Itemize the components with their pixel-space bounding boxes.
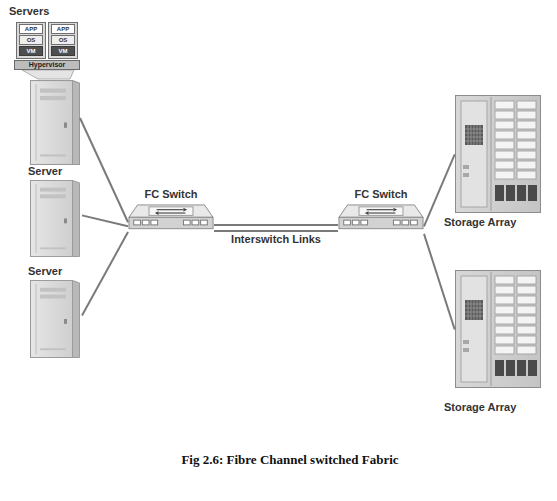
fc-link — [424, 234, 455, 330]
node-text: Server — [25, 265, 82, 278]
server-tower — [31, 180, 80, 256]
figure-caption: Fig 2.6: Fibre Channel switched Fabric — [140, 452, 440, 468]
server-tower — [31, 81, 80, 165]
fc-switch-symbol — [129, 205, 213, 229]
node-text: OS — [51, 35, 75, 45]
fc-link — [214, 224, 338, 226]
hypervisor-mount — [22, 70, 74, 79]
fc-link — [214, 230, 338, 232]
node-text: APP — [19, 24, 43, 34]
storage-array: Storage Array — [440, 265, 545, 415]
node-text: Hypervisor — [15, 61, 79, 69]
fc-link — [82, 232, 128, 315]
server-tower — [31, 280, 80, 357]
server-node: Server — [25, 165, 82, 260]
node-text: FC Switch — [128, 188, 214, 201]
fc-link — [82, 215, 128, 226]
node-text: Storage Array — [440, 216, 545, 230]
vm-stack: APPOSVM — [48, 22, 78, 59]
fc-switch-symbol — [339, 205, 423, 229]
fc-link — [80, 118, 128, 222]
link-label: Interswitch Links — [231, 233, 321, 245]
storage-rack — [456, 271, 541, 388]
fc-switch: FC Switch — [338, 188, 424, 246]
fc-link — [424, 154, 455, 226]
node-text: VM — [19, 46, 43, 56]
node-text: Servers — [5, 5, 80, 18]
storage-array: Storage Array — [440, 90, 545, 230]
node-text: OS — [19, 35, 43, 45]
vm-stack: APPOSVM — [16, 22, 46, 59]
node-text: VM — [51, 46, 75, 56]
node-text: APP — [51, 24, 75, 34]
storage-rack — [456, 96, 541, 213]
fc-switch: FC Switch — [128, 188, 214, 246]
node-text: Server — [25, 165, 82, 178]
server-node: Server — [25, 265, 82, 362]
server-group: ServersAPPOSVMAPPOSVMHypervisor — [5, 5, 80, 170]
hypervisor-bar: Hypervisor — [14, 60, 80, 70]
node-text: Storage Array — [440, 401, 545, 415]
node-text: FC Switch — [338, 188, 424, 201]
